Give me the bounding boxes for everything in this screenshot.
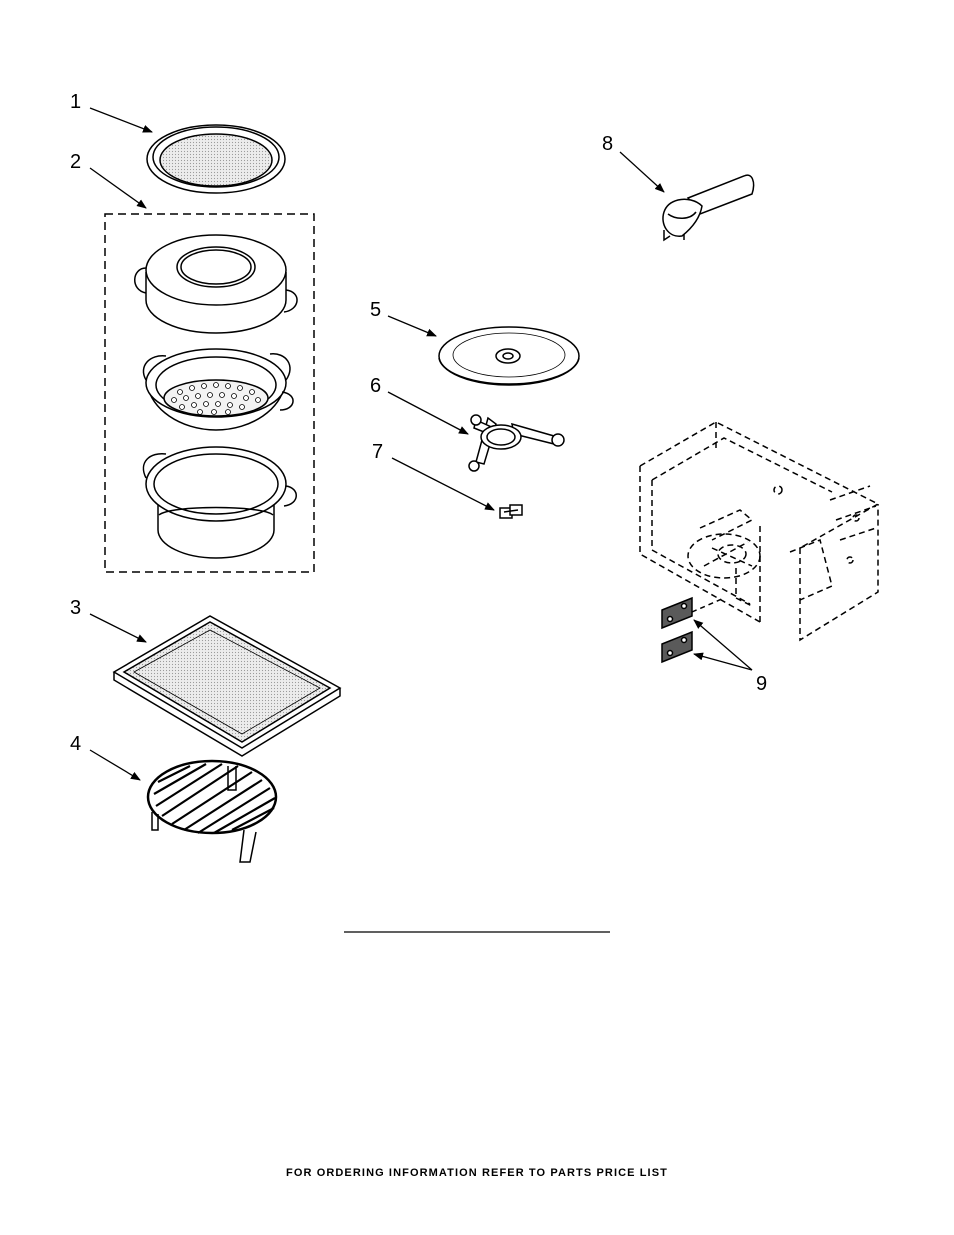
part-5-turntable xyxy=(438,326,580,386)
callout-3: 3 xyxy=(70,597,81,619)
leader-lines xyxy=(89,107,753,781)
part-1-lid xyxy=(146,124,286,194)
callout-1: 1 xyxy=(70,91,81,113)
callout-8: 8 xyxy=(602,133,613,155)
microwave-cabinet xyxy=(639,421,880,642)
callout-2: 2 xyxy=(70,151,81,173)
footer-note: FOR ORDERING INFORMATION REFER TO PARTS … xyxy=(286,1167,668,1179)
part-2-steamer-set xyxy=(104,213,315,573)
callout-4: 4 xyxy=(70,733,81,755)
part-4-rack xyxy=(146,759,278,863)
callout-9: 9 xyxy=(756,673,767,695)
part-8-handle xyxy=(662,174,755,242)
callout-7: 7 xyxy=(372,441,383,463)
part-9-plates xyxy=(661,596,725,664)
part-3-tray xyxy=(112,615,342,757)
callout-6: 6 xyxy=(370,375,381,397)
part-6-roller-support xyxy=(468,414,565,472)
part-7-coupler xyxy=(499,504,523,519)
callout-5: 5 xyxy=(370,299,381,321)
